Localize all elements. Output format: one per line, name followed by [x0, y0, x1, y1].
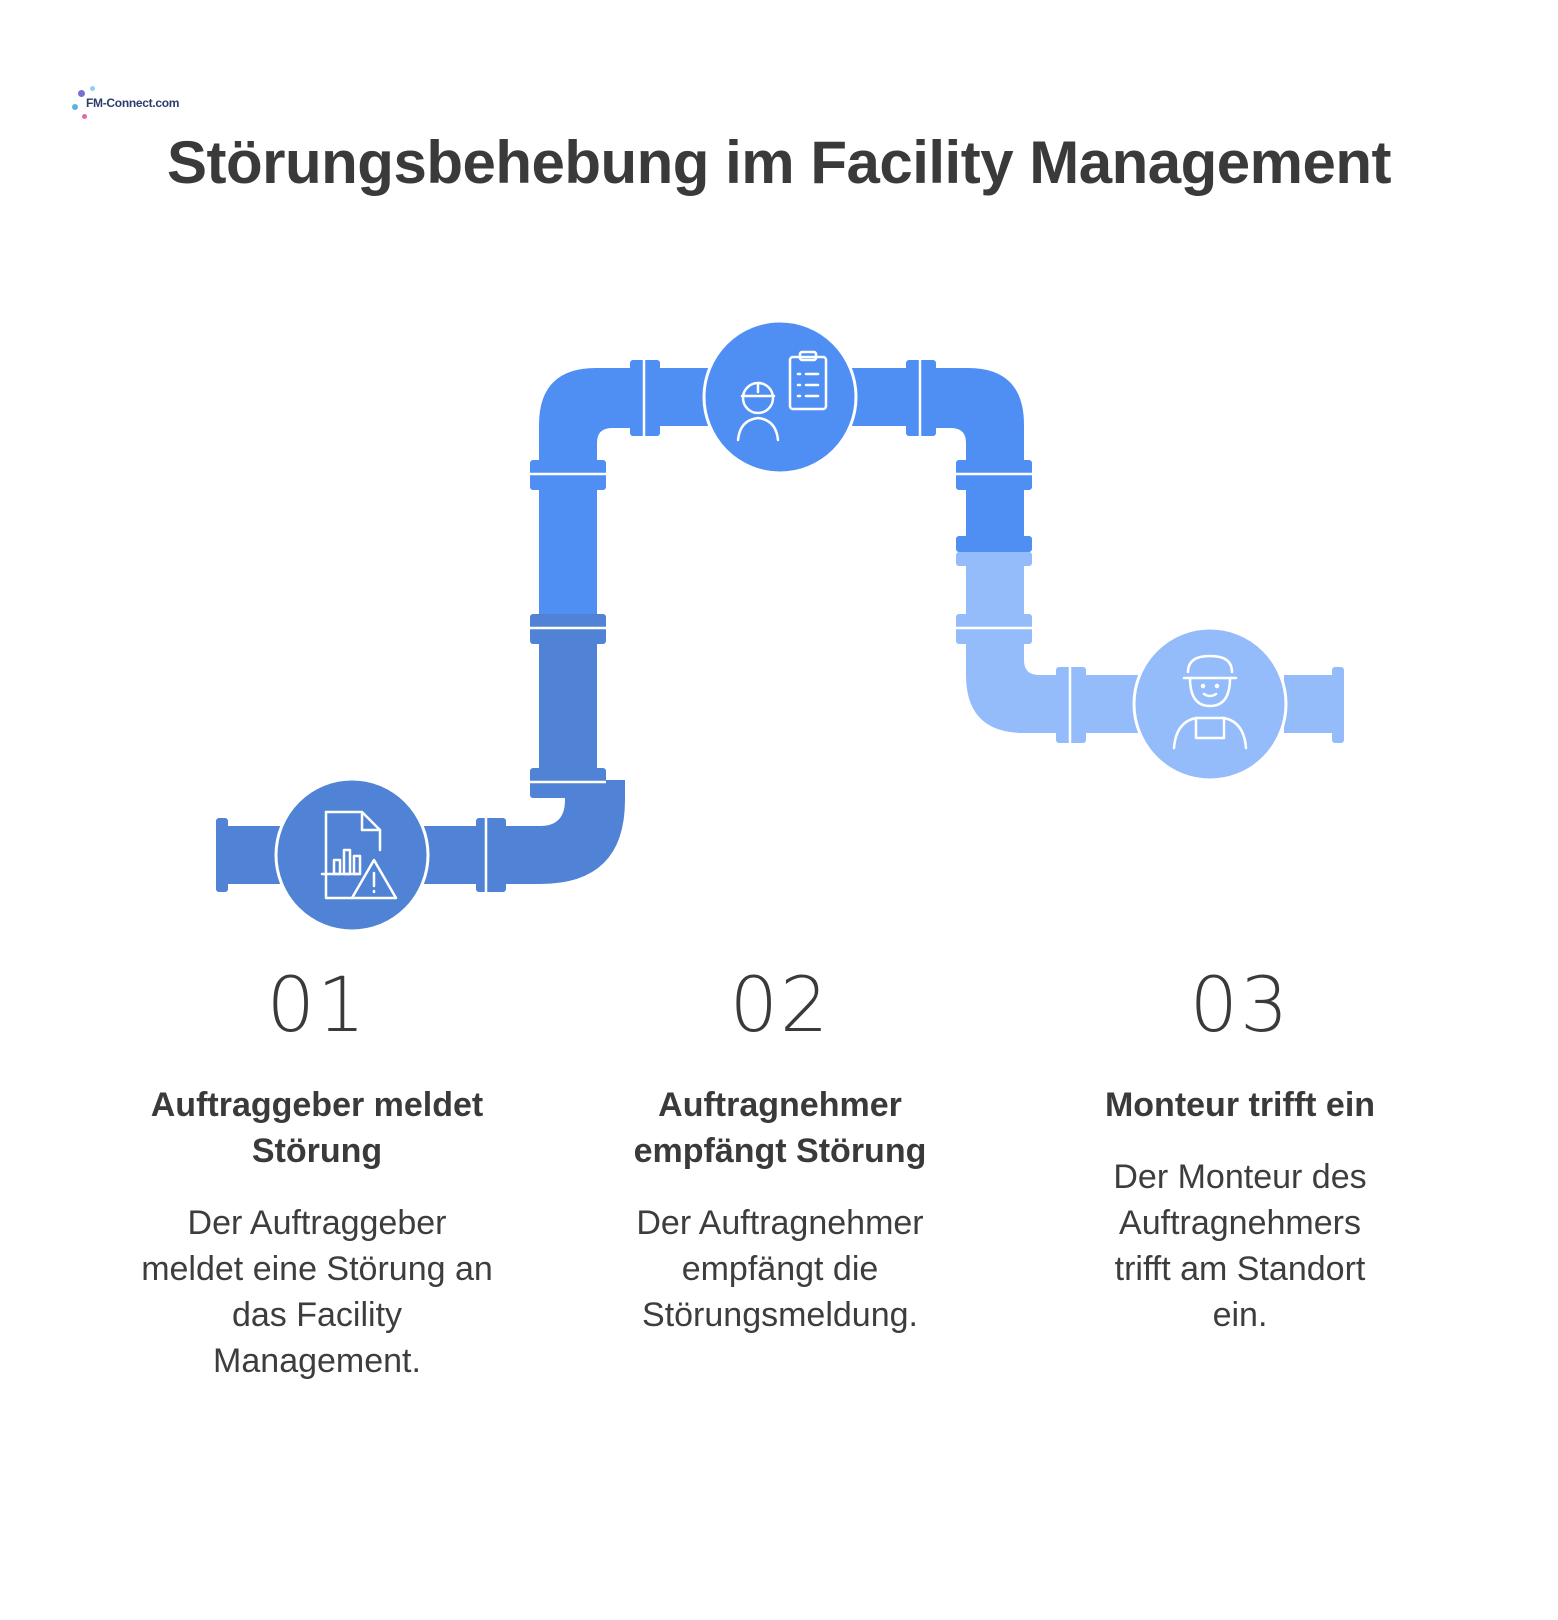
step-3-node	[1132, 626, 1288, 782]
engineer-clipboard-icon	[736, 350, 828, 442]
pipe-segment-mid	[530, 360, 1032, 630]
step-3-title: Monteur trifft ein	[1104, 1086, 1376, 1124]
step-2-node	[702, 319, 858, 475]
step-3-number: 03	[1189, 960, 1291, 1049]
step-1-description: Der Auftraggeber meldet eine Störung an …	[141, 1204, 493, 1380]
step-1-number: 01	[266, 960, 368, 1049]
worker-icon	[1172, 654, 1248, 750]
step-2-number: 02	[729, 960, 831, 1049]
logo-text: FM-Connect.com	[86, 96, 180, 110]
step-1-node	[274, 777, 430, 933]
step-3-description: Der Monteur des Auftragnehmers trifft am…	[1113, 1158, 1367, 1334]
report-warning-icon	[320, 810, 398, 900]
pipe-segment-light	[956, 552, 1344, 743]
step-2-title: Auftragnehmer empfängt Störung	[633, 1086, 927, 1170]
pipeline-diagram	[216, 319, 1344, 933]
fm-connect-logo: FM-Connect.com	[70, 84, 179, 128]
page-title: Störungsbehebung im Facility Management	[167, 129, 1391, 196]
step-1-title: Auftraggeber meldet Störung	[150, 1086, 484, 1170]
step-2-description: Der Auftragnehmer empfängt die Störungsm…	[636, 1204, 924, 1334]
